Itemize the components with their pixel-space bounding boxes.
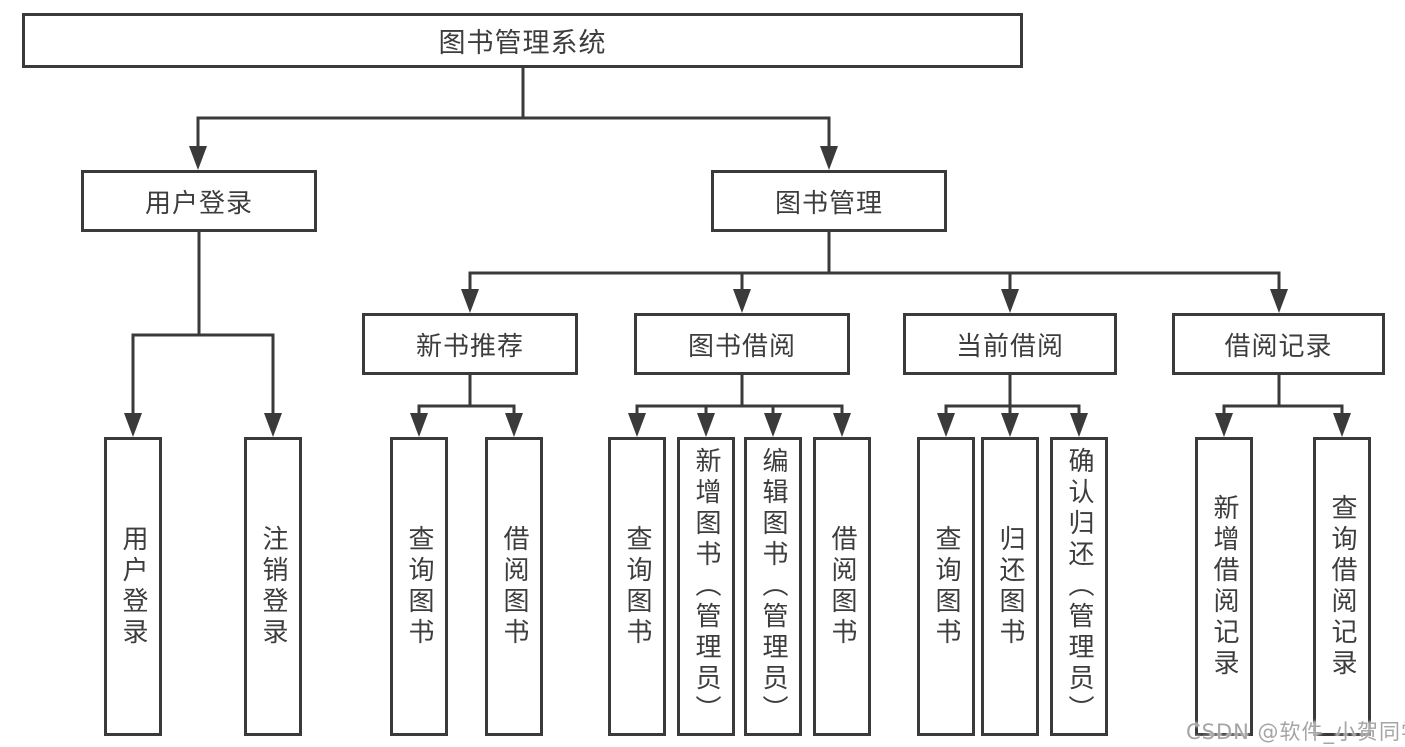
- arrow-down-icon: [1001, 289, 1019, 313]
- leaf-edit-books-admin-label: 编辑图书（管理员）: [758, 447, 788, 726]
- leaf-user-login-label: 用户登录: [118, 524, 148, 649]
- arrow-down-icon: [697, 413, 715, 437]
- node-new-book-recommend-label: 新书推荐: [415, 331, 524, 362]
- arrow-down-icon: [833, 413, 851, 437]
- node-current-borrow: 当前借阅: [903, 313, 1117, 375]
- arrow-down-icon: [1001, 413, 1019, 437]
- leaf-add-borrow-record-label: 新增借阅记录: [1209, 493, 1239, 680]
- leaf-query-books-current: 查询图书: [917, 437, 975, 736]
- watermark: CSDN @软件_小贺同学: [1186, 716, 1405, 746]
- arrow-down-icon: [628, 413, 646, 437]
- arrow-down-icon: [733, 289, 751, 313]
- arrow-down-icon: [189, 146, 207, 170]
- arrow-down-icon: [410, 413, 428, 437]
- arrow-down-icon: [505, 413, 523, 437]
- node-user-login: 用户登录: [81, 170, 317, 232]
- leaf-add-books-admin-label: 新增图书（管理员）: [691, 447, 721, 726]
- arrow-down-icon: [764, 413, 782, 437]
- leaf-query-books-newrec-label: 查询图书: [404, 524, 434, 649]
- leaf-logout-label: 注销登录: [258, 524, 288, 649]
- leaf-add-books-admin: 新增图书（管理员）: [677, 437, 735, 736]
- leaf-confirm-return-admin-label: 确认归还（管理员）: [1064, 447, 1094, 726]
- leaf-query-books-newrec: 查询图书: [390, 437, 448, 736]
- arrow-down-icon: [1333, 413, 1351, 437]
- node-book-borrow: 图书借阅: [634, 313, 850, 375]
- leaf-query-books-current-label: 查询图书: [931, 524, 961, 649]
- leaf-borrow-books-borrow: 借阅图书: [813, 437, 871, 736]
- node-book-borrow-label: 图书借阅: [687, 331, 796, 362]
- leaf-logout: 注销登录: [244, 437, 302, 736]
- leaf-query-borrow-record-label: 查询借阅记录: [1327, 493, 1357, 680]
- node-borrow-records-label: 借阅记录: [1224, 331, 1333, 362]
- leaf-return-books: 归还图书: [981, 437, 1039, 736]
- leaf-query-borrow-record: 查询借阅记录: [1313, 437, 1371, 736]
- connector-lines: [131, 68, 1344, 415]
- arrow-down-icon: [264, 413, 282, 437]
- leaf-add-borrow-record: 新增借阅记录: [1195, 437, 1253, 736]
- node-current-borrow-label: 当前借阅: [955, 331, 1064, 362]
- arrow-down-icon: [1270, 289, 1288, 313]
- leaf-query-books-borrow-label: 查询图书: [622, 524, 652, 649]
- leaf-confirm-return-admin: 确认归还（管理员）: [1050, 437, 1108, 736]
- leaf-borrow-books-borrow-label: 借阅图书: [827, 524, 857, 649]
- arrow-down-icon: [937, 413, 955, 437]
- leaf-borrow-books-newrec: 借阅图书: [485, 437, 543, 736]
- arrow-down-icon: [1070, 413, 1088, 437]
- node-book-management-label: 图书管理: [774, 188, 883, 219]
- leaf-query-books-borrow: 查询图书: [608, 437, 666, 736]
- leaf-borrow-books-newrec-label: 借阅图书: [499, 524, 529, 649]
- node-root-label: 图书管理系统: [438, 28, 607, 59]
- node-user-login-label: 用户登录: [144, 188, 253, 219]
- node-root: 图书管理系统: [22, 13, 1023, 68]
- leaf-return-books-label: 归还图书: [995, 524, 1025, 649]
- node-borrow-records: 借阅记录: [1172, 313, 1385, 375]
- leaf-user-login: 用户登录: [104, 437, 162, 736]
- node-new-book-recommend: 新书推荐: [362, 313, 578, 375]
- arrow-down-icon: [820, 146, 838, 170]
- node-book-management: 图书管理: [711, 170, 947, 232]
- arrow-down-icon: [124, 413, 142, 437]
- watermark-text: CSDN @软件_小贺同学: [1186, 720, 1405, 744]
- arrow-down-icon: [461, 289, 479, 313]
- leaf-edit-books-admin: 编辑图书（管理员）: [744, 437, 802, 736]
- arrow-down-icon: [1215, 413, 1233, 437]
